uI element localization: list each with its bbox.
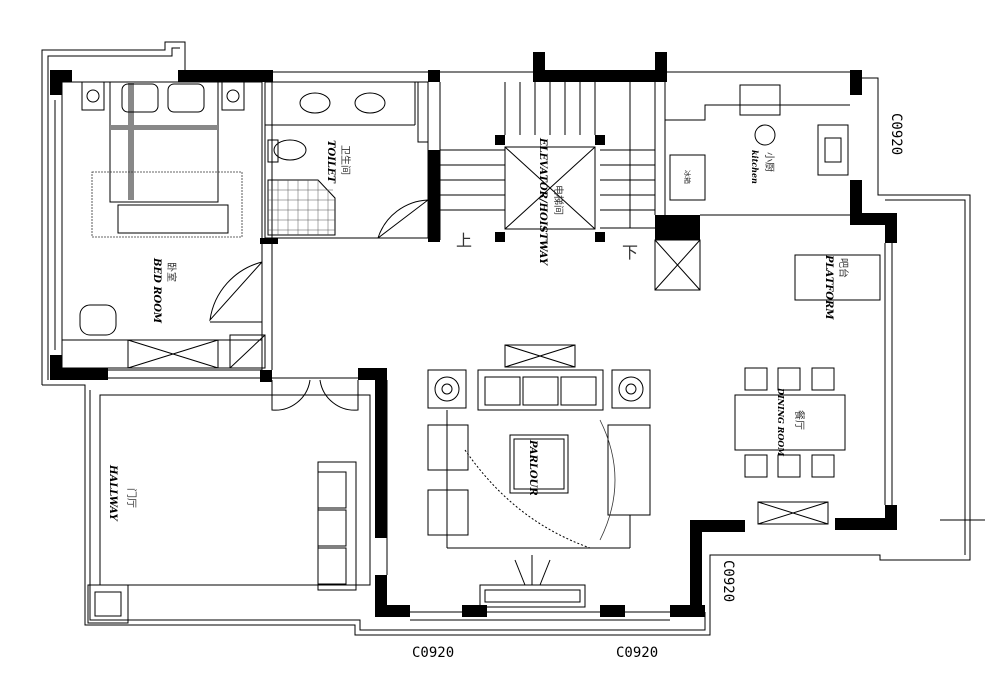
kitchen-label-cn: 小厨: [763, 152, 775, 172]
window-codes: C0920 C0920 C0920 C0920: [412, 113, 904, 661]
hallway-furniture: [271, 379, 359, 591]
window-code: C0920: [720, 560, 736, 602]
elevator-label: ELEVATOR/HOISTWAY: [537, 137, 548, 266]
elevator-label-cn: 电梯间: [552, 185, 565, 215]
dining-label-cn: 餐厅: [793, 410, 806, 430]
bedroom-label: BED ROOM: [151, 257, 162, 324]
bed: [61, 81, 266, 369]
room-labels: 卧室 BED ROOM 卫生间 TOILET 电梯间 ELEVATOR/HOIS…: [107, 137, 850, 521]
hallway-label-cn: 门厅: [125, 488, 138, 508]
toilet-label: TOILET: [325, 140, 336, 184]
exterior-outline: [41, 41, 985, 636]
window-code: C0920: [412, 645, 454, 661]
stairs-up-label: 上: [456, 231, 472, 250]
interior-lines: [54, 81, 893, 624]
dining-label: DINING ROOM: [776, 387, 786, 457]
dining-furniture: [734, 254, 881, 525]
bedroom-door: [209, 261, 263, 323]
window-code: C0920: [888, 113, 904, 155]
platform-label-cn: 吧台: [837, 258, 850, 278]
kitchen-label: kitchen: [750, 150, 760, 184]
parlour-furniture: [427, 344, 651, 608]
kitchen-fixtures: [665, 84, 850, 201]
fridge-label: 冰箱: [683, 170, 692, 184]
stairs-down-label: 下: [622, 243, 638, 262]
toilet-fixtures: [265, 81, 430, 239]
walls: [50, 52, 897, 617]
parlour-label: PARLOUR: [527, 439, 538, 496]
window-code: C0920: [616, 645, 658, 661]
bedroom-label-cn: 卧室: [165, 262, 178, 282]
platform-label: PLATFORM: [823, 254, 834, 320]
stairs: [440, 82, 701, 291]
toilet-label-cn: 卫生间: [339, 145, 352, 175]
hallway-label: HALLWAY: [107, 464, 118, 521]
